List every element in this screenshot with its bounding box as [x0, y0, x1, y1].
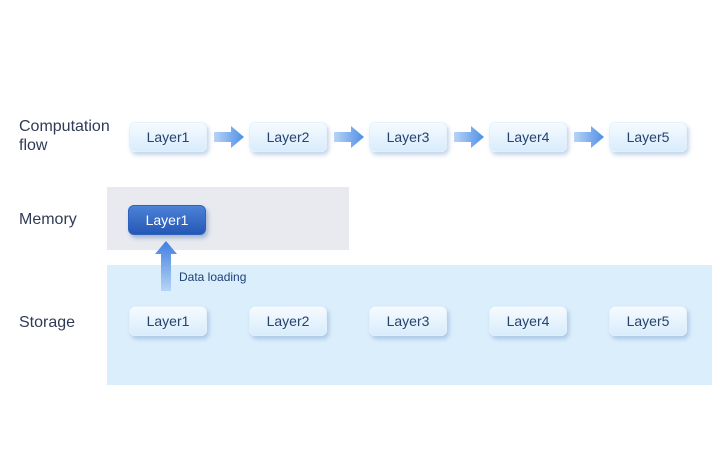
computation-layer4-chip: Layer4: [489, 122, 567, 152]
data-loading-label: Data loading: [179, 270, 247, 284]
computation-layer5-chip: Layer5: [609, 122, 687, 152]
storage-layer3-chip: Layer3: [369, 306, 447, 336]
flow-arrow-right-icon: [214, 126, 244, 148]
memory-layer1-chip: Layer1: [128, 205, 206, 235]
data-loading-arrow-up-icon: [155, 241, 177, 291]
computation-flow-label: Computation flow: [19, 117, 110, 155]
flow-arrow-right-icon: [334, 126, 364, 148]
flow-arrow-right-icon: [574, 126, 604, 148]
storage-layer2-chip: Layer2: [249, 306, 327, 336]
computation-flow-label-line1: Computation: [19, 118, 110, 135]
storage-layer4-chip: Layer4: [489, 306, 567, 336]
computation-layer3-chip: Layer3: [369, 122, 447, 152]
storage-layer1-chip: Layer1: [129, 306, 207, 336]
computation-flow-label-line2: flow: [19, 137, 48, 154]
storage-label: Storage: [19, 314, 76, 331]
computation-layer2-chip: Layer2: [249, 122, 327, 152]
computation-layer1-chip: Layer1: [129, 122, 207, 152]
flow-arrow-right-icon: [454, 126, 484, 148]
storage-layer5-chip: Layer5: [609, 306, 687, 336]
memory-label: Memory: [19, 211, 77, 228]
